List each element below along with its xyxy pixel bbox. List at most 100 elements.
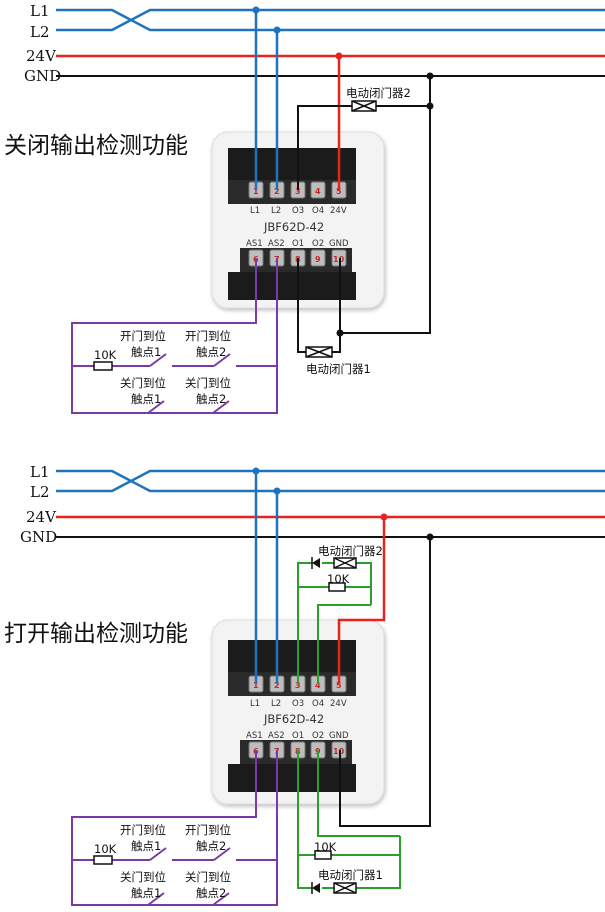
- contact-label: 关门到位: [185, 376, 231, 390]
- contact-label: 开门到位: [185, 329, 231, 343]
- terminal-number: 3: [295, 187, 301, 196]
- terminal-label: O4: [312, 699, 324, 709]
- diode-icon: [311, 882, 320, 894]
- contact-label: 开门到位: [185, 823, 231, 837]
- contact-label: 触点2: [196, 886, 226, 900]
- terminal-number: 4: [315, 187, 321, 196]
- terminal-number: 2: [274, 681, 280, 690]
- terminal-label: O1: [292, 239, 304, 249]
- contacts: 开门到位 触点1 开门到位 触点2 关门到位 触点1 关门到位 触点2: [120, 823, 231, 900]
- terminal-number: 5: [336, 187, 342, 196]
- resistor-10k: 10K: [93, 348, 117, 371]
- terminal-number: 5: [336, 681, 342, 690]
- door-closer-1-label: 电动闭门器1: [318, 868, 383, 882]
- terminal-label: GND: [329, 731, 349, 741]
- contact-label: 触点2: [196, 345, 226, 359]
- terminal-number: 2: [274, 187, 280, 196]
- rail-l2: L2: [30, 469, 605, 501]
- terminal-label: AS2: [268, 239, 285, 249]
- door-closer-1: 电动闭门器1: [305, 346, 371, 376]
- door-closer-2: 电动闭门器2: [346, 86, 411, 112]
- terminal-label: O1: [292, 731, 304, 741]
- contact-label: 触点1: [131, 839, 161, 853]
- terminal-label: L2: [271, 699, 281, 709]
- door-closer-1: 电动闭门器1: [318, 868, 383, 894]
- terminal-number: 1: [253, 187, 259, 196]
- terminal-label: O2: [312, 239, 324, 249]
- section-title: 关闭输出检测功能: [4, 133, 188, 159]
- rail-label-gnd: GND: [20, 528, 57, 546]
- terminal-label: AS1: [246, 731, 263, 741]
- rail-24v: 24V: [26, 47, 605, 65]
- rail-l2: L2: [30, 8, 605, 41]
- bus-wires: [254, 10, 279, 190]
- contact-label: 开门到位: [120, 329, 166, 343]
- resistor-10k: 10K: [314, 840, 337, 860]
- contact-label: 开门到位: [120, 823, 166, 837]
- resistor-label: 10K: [94, 348, 117, 362]
- terminal-label: O3: [292, 699, 304, 709]
- terminal-number: 10: [333, 255, 345, 264]
- door-closer-2-label: 电动闭门器2: [318, 544, 383, 558]
- rail-gnd: GND: [20, 528, 605, 546]
- terminal-label: O3: [292, 206, 304, 216]
- resistor-10k: 10K: [93, 842, 117, 865]
- terminal-number: 10: [333, 747, 345, 756]
- door-closer-2: 电动闭门器2: [318, 544, 383, 569]
- rail-l1: L1: [30, 2, 605, 32]
- rail-label-24v: 24V: [26, 508, 57, 526]
- terminal-number: 3: [295, 681, 301, 690]
- contact-label: 触点2: [196, 839, 226, 853]
- terminal-number: 9: [315, 255, 321, 264]
- section-output-check-on: L1 L2 24V GND 打开输出检测功能: [4, 463, 605, 906]
- rail-label-l2: L2: [30, 483, 50, 501]
- resistor-10k: 10K: [327, 572, 350, 592]
- terminal-label: O4: [312, 206, 324, 216]
- terminal-label: L1: [250, 699, 260, 709]
- contact-label: 触点1: [131, 886, 161, 900]
- contact-label: 关门到位: [120, 870, 166, 884]
- contact-label: 关门到位: [120, 376, 166, 390]
- rail-l1: L1: [30, 463, 605, 493]
- top-terminal-block: [228, 640, 356, 672]
- terminal-label: 24V: [330, 206, 347, 216]
- contact-label: 触点1: [131, 345, 161, 359]
- input-loop: [71, 750, 278, 906]
- rail-label-24v: 24V: [26, 47, 57, 65]
- diode-icon: [311, 557, 320, 569]
- terminal-label: L1: [250, 206, 260, 216]
- input-loop: [71, 258, 278, 414]
- closer-2-loop: [297, 562, 372, 684]
- rail-label-gnd: GND: [24, 67, 61, 85]
- terminal-label: L2: [271, 206, 281, 216]
- rail-gnd: GND: [24, 67, 605, 85]
- door-closer-1-label: 电动闭门器1: [306, 362, 371, 376]
- terminal-label: AS2: [268, 731, 285, 741]
- contact-label: 触点1: [131, 392, 161, 406]
- terminal-label: 24V: [330, 699, 347, 709]
- section-output-check-off: L1 L2 24V GND 关闭输出检测功能: [4, 2, 605, 414]
- terminal-label: GND: [329, 239, 349, 249]
- contact-label: 关门到位: [185, 870, 231, 884]
- top-terminal-block: [228, 148, 356, 180]
- contact-label: 触点2: [196, 392, 226, 406]
- rail-label-l1: L1: [30, 463, 50, 481]
- module-model: JBF62D-42: [263, 712, 324, 726]
- module-model: JBF62D-42: [263, 220, 324, 234]
- resistor-label: 10K: [94, 842, 117, 856]
- terminal-label: AS1: [246, 239, 263, 249]
- rail-label-l2: L2: [30, 23, 50, 41]
- bottom-terminal-block: [228, 764, 356, 792]
- closer-1-loop: [297, 750, 401, 889]
- contacts: 开门到位 触点1 开门到位 触点2 关门到位 触点1 关门到位 触点2: [120, 329, 231, 406]
- door-closer-2-label: 电动闭门器2: [346, 86, 411, 100]
- section-title: 打开输出检测功能: [4, 621, 188, 647]
- rail-24v: 24V: [26, 508, 605, 526]
- terminal-number: 1: [253, 681, 259, 690]
- bottom-terminal-block: [228, 272, 356, 300]
- terminal-label: O2: [312, 731, 324, 741]
- bus-wires: [254, 471, 279, 684]
- terminal-number: 4: [315, 681, 321, 690]
- rail-label-l1: L1: [30, 2, 50, 20]
